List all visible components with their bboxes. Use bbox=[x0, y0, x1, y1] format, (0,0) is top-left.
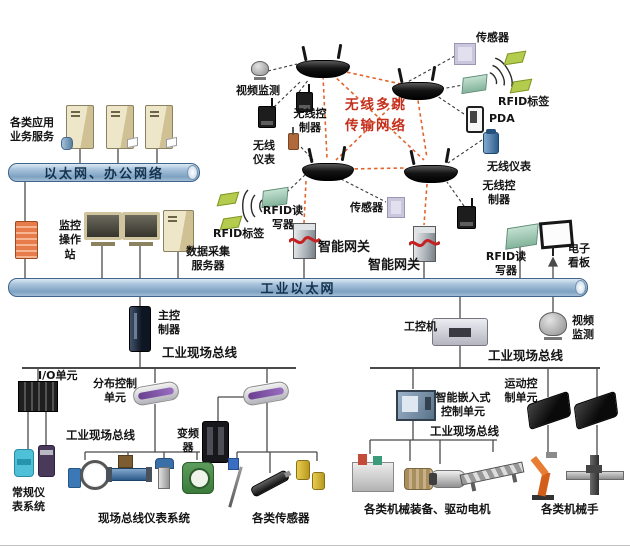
rfid-reader-left-label: RFID读 写器 bbox=[262, 204, 304, 232]
industrial-ethernet-bus-label: 工业以太网 bbox=[260, 282, 336, 297]
wireless-router-icon bbox=[302, 145, 354, 181]
wireless-instrument-icon bbox=[483, 129, 499, 154]
e-board-label: 电子 看板 bbox=[568, 242, 590, 270]
pda-label: PDA bbox=[489, 112, 515, 125]
wireless-controller-right-label: 无线控 制器 bbox=[482, 179, 516, 207]
wireless-router-icon bbox=[404, 147, 458, 183]
workstation-icon bbox=[84, 212, 122, 246]
server-icon bbox=[106, 105, 138, 149]
gateway-icon bbox=[409, 226, 440, 262]
ipc-label: 工控机 bbox=[404, 320, 437, 333]
pda-icon bbox=[466, 106, 484, 133]
rfid-tag-right-label: RFID标签 bbox=[498, 95, 550, 108]
gateway-2-label: 智能网关 bbox=[368, 258, 421, 273]
wireless-router-icon bbox=[296, 43, 350, 78]
flow-meter-icon bbox=[106, 467, 152, 482]
fieldbus-left-inner-label: 工业现场总线 bbox=[66, 428, 135, 442]
inverter-icon bbox=[202, 421, 229, 463]
rfid-reader-right-label: RFID读 写器 bbox=[485, 250, 527, 278]
office-network-bus-label: 以太网、办公网络 bbox=[43, 167, 164, 182]
wireless-mesh-links bbox=[303, 67, 428, 226]
video-monitor-right-label: 视频 监测 bbox=[572, 314, 594, 342]
red-wave-icon bbox=[289, 236, 320, 245]
embedded-unit-label: 智能嵌入式 控制单元 bbox=[435, 391, 491, 419]
wireless-instrument-right-label: 无线仪表 bbox=[487, 160, 531, 173]
server-icon bbox=[145, 105, 177, 149]
wireless-controller-icon bbox=[258, 98, 276, 128]
rfid-tag-left-label: RFID标签 bbox=[213, 227, 265, 240]
robot-arm-icon bbox=[528, 452, 566, 500]
data-server-label: 数据采集 服务器 bbox=[186, 245, 230, 273]
conventional-instruments-label: 常规仪 表系统 bbox=[12, 486, 45, 514]
office-network-bus: 以太网、办公网络 bbox=[8, 163, 200, 182]
sensor-top-label: 传感器 bbox=[476, 31, 509, 44]
dome-camera-icon bbox=[539, 312, 567, 340]
main-controller-label: 主控 制器 bbox=[158, 309, 180, 337]
yellow-sensor-icon bbox=[312, 472, 325, 490]
industrial-pc-icon bbox=[432, 318, 488, 346]
solid-connectors bbox=[22, 147, 600, 473]
wireless-controller-icon bbox=[296, 84, 313, 112]
fieldbus-right-label: 工业现场总线 bbox=[488, 348, 564, 363]
gantry-robot-icon bbox=[566, 455, 624, 499]
control-valve-icon bbox=[158, 467, 170, 489]
firewall-icon bbox=[15, 221, 38, 259]
dcu-label: 分布控制 单元 bbox=[93, 377, 137, 405]
gateway-1-label: 智能网关 bbox=[318, 240, 371, 255]
video-monitor-top-label: 视频监测 bbox=[236, 84, 280, 97]
meter-head-icon bbox=[118, 455, 133, 468]
valve-icon bbox=[68, 468, 81, 488]
transmitter-icon bbox=[14, 449, 34, 477]
workstation-icon bbox=[122, 212, 160, 246]
fieldbus-instruments-label: 现场总线仪表系统 bbox=[98, 511, 190, 525]
fieldbus-left-label: 工业现场总线 bbox=[162, 345, 238, 360]
monitor-station-label: 监控 操作 站 bbox=[59, 219, 81, 261]
wireless-instrument-left-label: 无线 仪表 bbox=[253, 139, 275, 167]
board-stand-icon bbox=[552, 247, 554, 256]
embedded-control-unit-icon bbox=[396, 390, 436, 421]
red-wave-icon bbox=[409, 239, 440, 248]
water-meter-icon bbox=[182, 462, 214, 494]
wireless-instrument-icon bbox=[288, 127, 299, 150]
gateway-icon bbox=[289, 223, 320, 259]
wireless-device-links bbox=[267, 55, 483, 207]
fieldbus-right-inner-label: 工业现场总线 bbox=[430, 424, 499, 438]
machines-label: 各类机械装备、驱动电机 bbox=[364, 502, 491, 516]
wireless-router-icon bbox=[392, 65, 444, 100]
server-icon bbox=[61, 105, 94, 150]
transmitter-icon bbox=[38, 445, 55, 477]
main-controller-icon bbox=[129, 306, 151, 352]
wireless-network-title: 无线多跳 传输网络 bbox=[345, 97, 407, 134]
inverter-label: 变频 器 bbox=[177, 427, 199, 455]
industrial-ethernet-bus: 工业以太网 bbox=[8, 278, 588, 297]
sensor-mid-label: 传感器 bbox=[350, 201, 383, 214]
sensor-icon bbox=[387, 197, 405, 218]
wireless-controller-icon bbox=[457, 198, 476, 229]
wireless-controller-top-label: 无线控 制器 bbox=[293, 107, 327, 135]
pressure-gauge-icon bbox=[80, 460, 110, 490]
motion-unit-label: 运动控 制单元 bbox=[504, 377, 538, 405]
io-unit-label: I/O单元 bbox=[38, 369, 78, 382]
machine-icon bbox=[352, 454, 394, 492]
database-icon bbox=[61, 137, 73, 150]
sensor-icon bbox=[454, 43, 476, 65]
app-services-label: 各类应用 业务服务 bbox=[10, 116, 54, 144]
yellow-sensor-icon bbox=[296, 460, 310, 480]
data-server-icon bbox=[163, 210, 194, 252]
robots-label: 各类机械手 bbox=[541, 502, 599, 516]
thermocouple-icon bbox=[228, 458, 239, 470]
video-camera-icon bbox=[251, 61, 269, 80]
io-unit-icon bbox=[18, 381, 58, 412]
various-sensors-label: 各类传感器 bbox=[252, 511, 310, 525]
